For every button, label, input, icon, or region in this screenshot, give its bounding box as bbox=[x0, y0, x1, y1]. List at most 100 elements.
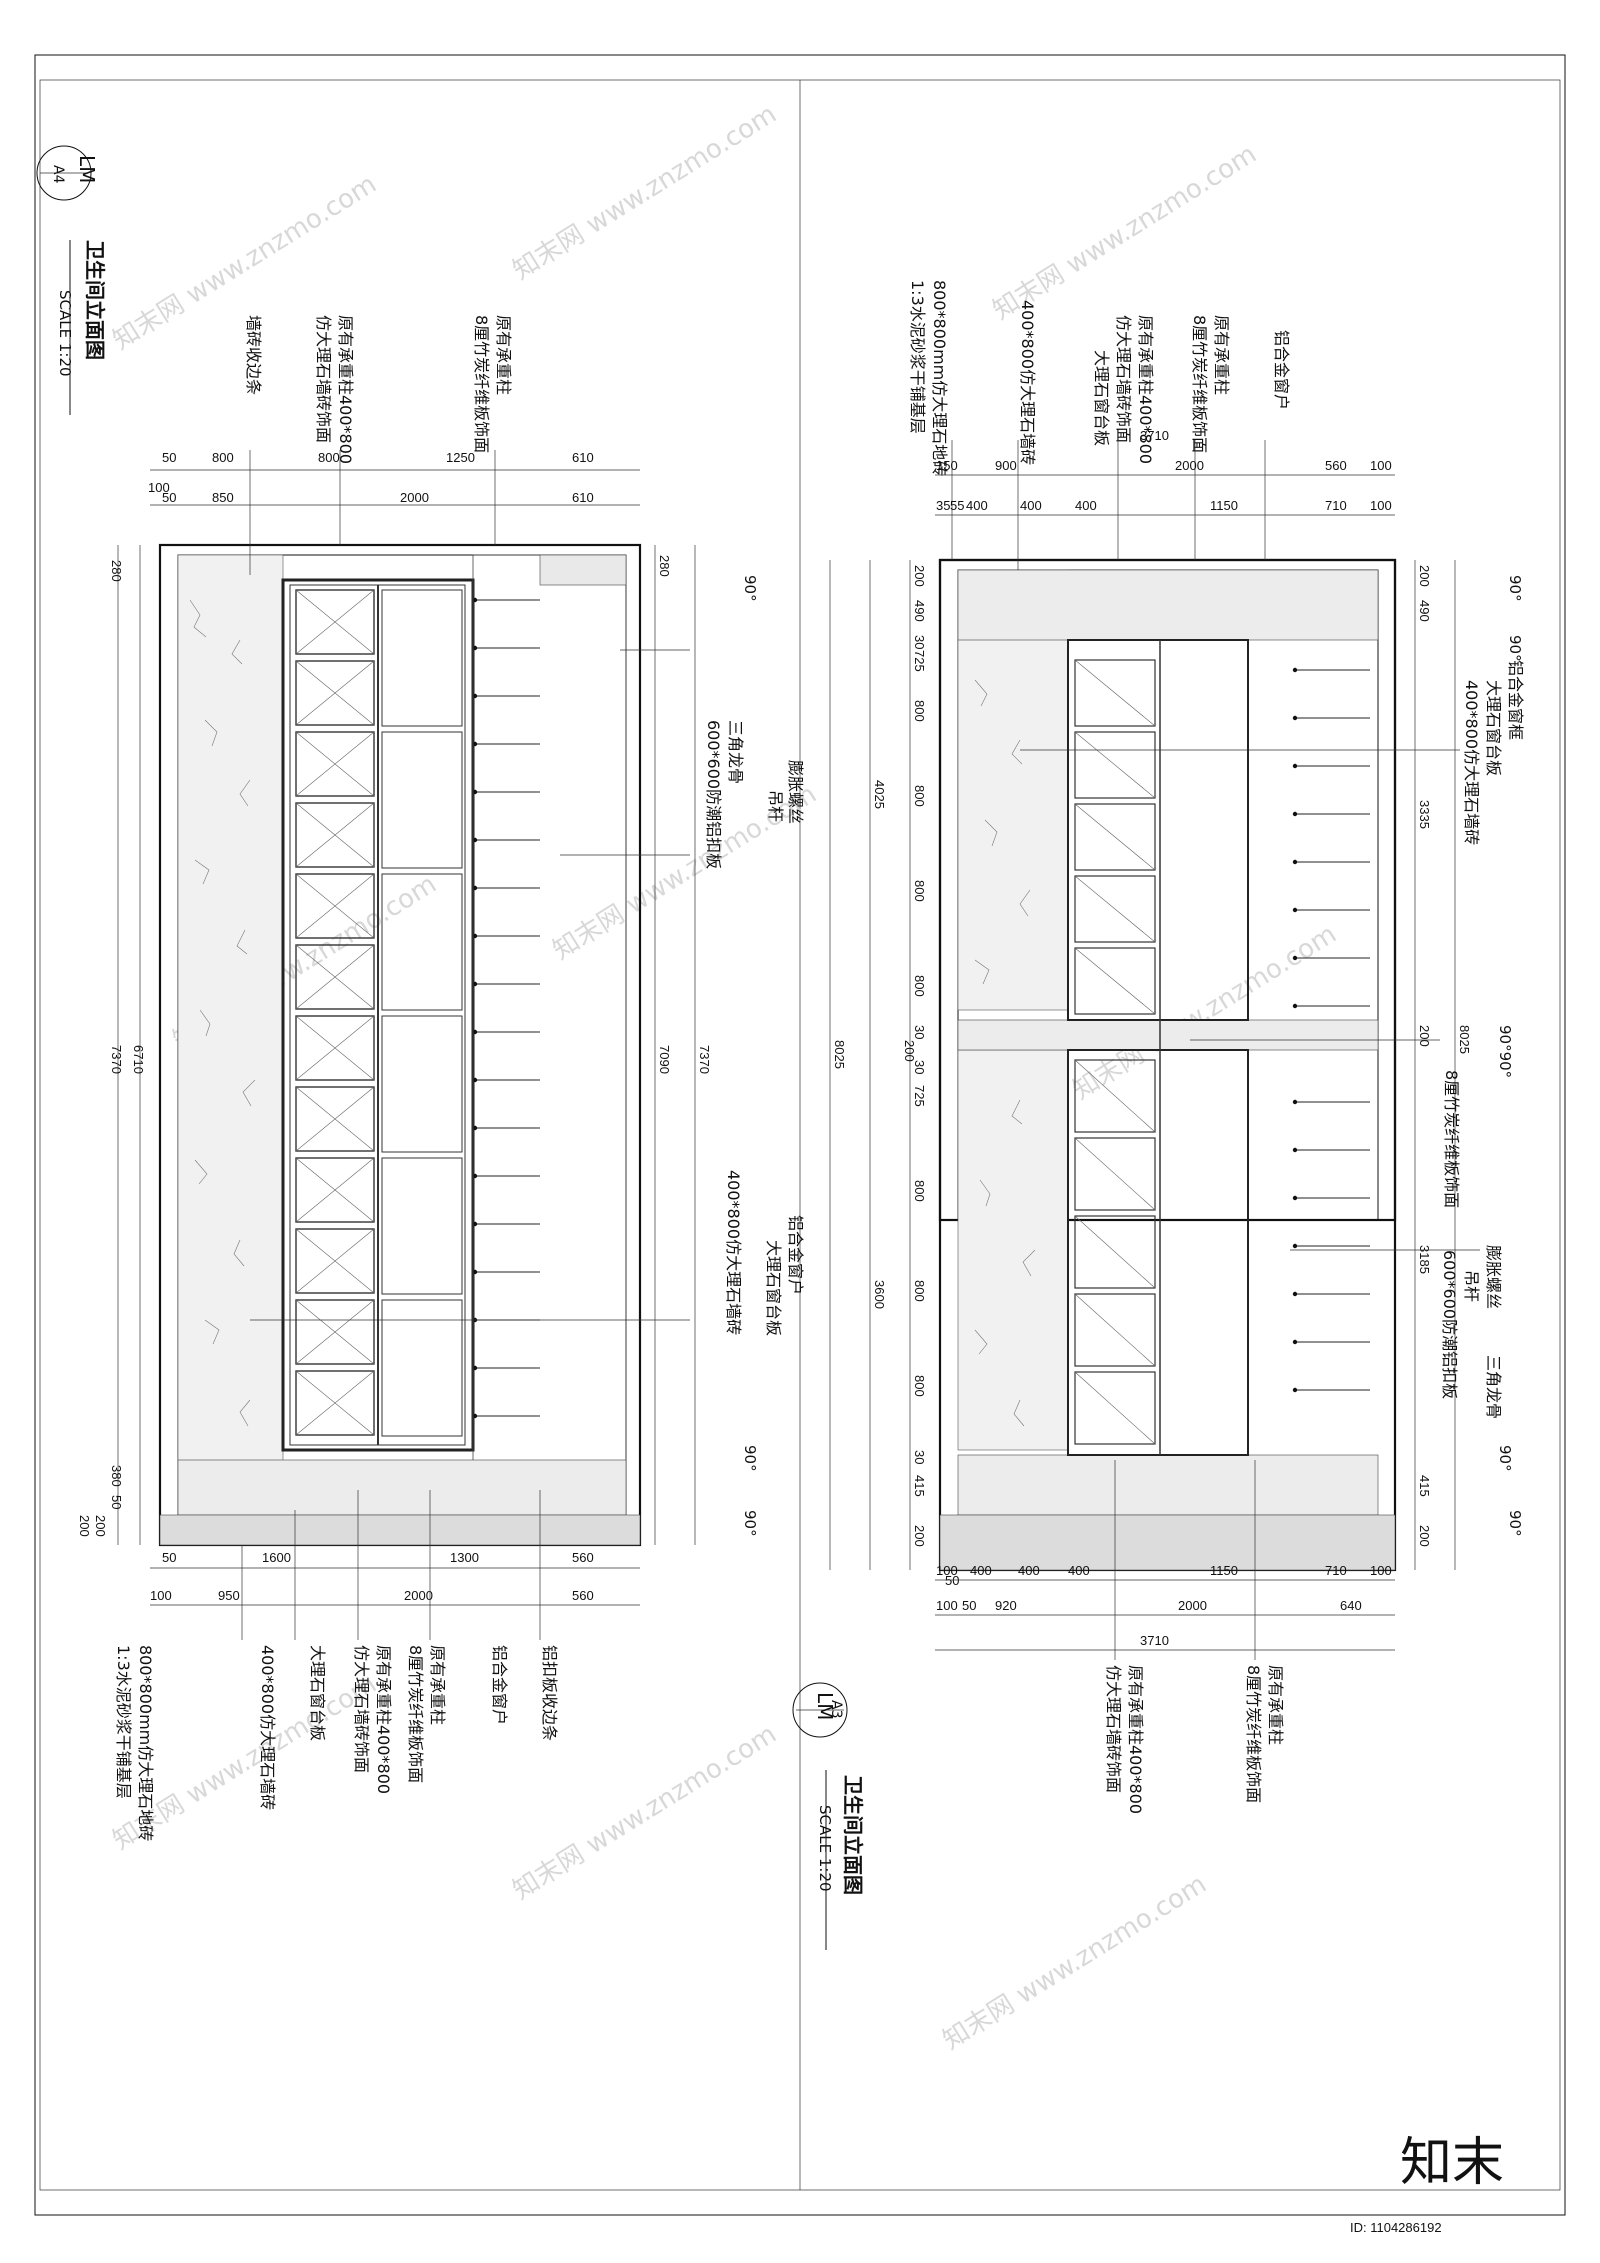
left-pane-side bbox=[381, 873, 463, 1011]
right-left-dims: 200 490 30 725 800 800 800 800 30 200 30… bbox=[829, 560, 959, 1588]
left-pane bbox=[295, 1157, 375, 1223]
left-marble-tile-zone bbox=[177, 554, 284, 1541]
right-ldim-13: 800 bbox=[912, 1180, 927, 1202]
right-ldim-3: 30 bbox=[912, 635, 927, 649]
left-top-dim-7: 50 bbox=[162, 490, 176, 505]
right-rlabel-6: 吊杆 bbox=[1462, 1270, 1481, 1302]
left-title: 卫生间立面图 bbox=[83, 240, 107, 360]
left-top-dims: 50 800 800 1250 610 100 50 850 2000 610 bbox=[148, 450, 640, 506]
left-rod-bolt bbox=[472, 933, 478, 939]
right-ldim-17: 415 bbox=[912, 1475, 927, 1497]
left-rod-bolt bbox=[472, 1077, 478, 1083]
right-angle-3: 90°90° bbox=[1496, 1025, 1514, 1078]
right-rod-bolt bbox=[1292, 1291, 1298, 1297]
left-hanger-rods bbox=[472, 597, 540, 1419]
right-upper-window bbox=[1067, 639, 1249, 1021]
left-blabel-7: 原有承重柱 bbox=[428, 1645, 447, 1725]
left-blabel-1: 800*800mm仿大理石地砖 bbox=[136, 1645, 155, 1841]
left-bdim-3: 1300 bbox=[450, 1550, 479, 1565]
left-blabel-4: 大理石窗台板 bbox=[308, 1645, 327, 1741]
right-pane-diag bbox=[1074, 1215, 1156, 1289]
left-top-dim-3: 800 bbox=[318, 450, 340, 465]
left-rod-bolt bbox=[472, 1125, 478, 1131]
right-ldim-10: 200 bbox=[902, 1040, 917, 1062]
right-rod-bolt bbox=[1292, 1099, 1298, 1105]
left-pane bbox=[295, 944, 375, 1010]
right-bdim-1: 100 bbox=[936, 1563, 958, 1578]
left-blabel-9: 铝合金窗户 bbox=[490, 1645, 509, 1725]
right-pane-diag bbox=[1074, 875, 1156, 943]
left-angle-2: 90° bbox=[741, 1445, 759, 1472]
right-rlabel-2: 大理石窗台板 bbox=[1484, 680, 1503, 776]
left-top-dim-8: 850 bbox=[212, 490, 234, 505]
right-top-total: 3710 bbox=[1140, 428, 1169, 443]
left-dim-v2: 6710 bbox=[131, 1045, 146, 1074]
left-bdim-6: 950 bbox=[218, 1588, 240, 1603]
right-bdim-2: 400 bbox=[970, 1563, 992, 1578]
left-pane bbox=[295, 1015, 375, 1081]
left-pane-diag bbox=[295, 802, 375, 868]
left-pane bbox=[295, 589, 375, 655]
right-upper-pane bbox=[1074, 731, 1156, 799]
right-upper-pane bbox=[1074, 875, 1156, 943]
right-rod-bolt bbox=[1292, 1003, 1298, 1009]
left-blabel-2: 1:3水泥砂浆干铺基层 bbox=[114, 1645, 133, 1799]
right-right-dims: 200 490 3335 200 8025 3185 415 200 bbox=[1414, 560, 1472, 1570]
right-tlabel-5: 仿大理石墙砖饰面 bbox=[1114, 315, 1133, 443]
right-upper-pane bbox=[1074, 659, 1156, 727]
right-lsmall-1: 50 bbox=[945, 1573, 959, 1588]
left-dim-v6: 200 bbox=[93, 1515, 108, 1537]
left-rdim-3: 7370 bbox=[697, 1045, 712, 1074]
left-blabel-3: 400*800仿大理石墙砖 bbox=[258, 1645, 277, 1810]
left-angle-3: 90° bbox=[741, 1510, 759, 1537]
right-rod-bolt bbox=[1292, 715, 1298, 721]
right-ldim-12: 725 bbox=[912, 1085, 927, 1107]
left-top-label-5: 8厘竹炭纤维板饰面 bbox=[472, 315, 491, 453]
right-badge-bottom: LM bbox=[813, 1692, 837, 1720]
right-angles: 90° 90° 90°90° 90° 90° bbox=[1496, 575, 1524, 1537]
right-angle-1: 90° bbox=[1506, 575, 1524, 602]
left-top-dim-9: 2000 bbox=[400, 490, 429, 505]
right-tdim-8: 400 bbox=[966, 498, 988, 513]
right-bdim-11: 2000 bbox=[1178, 1598, 1207, 1613]
right-rod-bolt bbox=[1292, 1195, 1298, 1201]
left-top-dim-4: 1250 bbox=[446, 450, 475, 465]
footer: 知末 ID: 1104286192 bbox=[1350, 2133, 1504, 2235]
right-angle-5: 90° bbox=[1506, 1510, 1524, 1537]
right-upper-pane bbox=[1074, 803, 1156, 871]
left-pane-diag bbox=[295, 1299, 375, 1365]
left-window-panes bbox=[295, 589, 463, 1437]
right-rlabel-3: 400*800仿大理石墙砖 bbox=[1462, 680, 1481, 845]
right-tdim-5: 100 bbox=[1370, 458, 1392, 473]
right-top-labels: 800*800mm仿大理石地砖 1:3水泥砂浆干铺基层 400*800仿大理石墙… bbox=[908, 280, 1291, 570]
right-tdim-4: 560 bbox=[1325, 458, 1347, 473]
right-pane-diag bbox=[1074, 947, 1156, 1015]
right-bottom-total: 3710 bbox=[1140, 1633, 1169, 1648]
left-right-dims: 280 7090 7370 bbox=[654, 545, 712, 1545]
footer-logo: 知末 bbox=[1400, 2133, 1504, 2193]
right-ldim-18: 200 bbox=[912, 1525, 927, 1547]
right-badge-top: A3 bbox=[828, 1700, 844, 1718]
left-pane-diag bbox=[295, 1370, 375, 1436]
left-pane bbox=[295, 1086, 375, 1152]
left-pane-diag bbox=[295, 1015, 375, 1081]
right-tlabel-6: 大理石窗台板 bbox=[1092, 350, 1111, 446]
right-ldim-6: 800 bbox=[912, 785, 927, 807]
right-ltotal-1: 4025 bbox=[872, 780, 887, 809]
left-top-label-3: 仿大理石墙砖饰面 bbox=[314, 315, 333, 443]
left-scale: SCALE 1:20 bbox=[56, 290, 74, 377]
left-pane-diag bbox=[295, 589, 375, 655]
left-pane-diag bbox=[295, 873, 375, 939]
right-ldim-15: 800 bbox=[912, 1375, 927, 1397]
right-tlabel-3: 400*800仿大理石墙砖 bbox=[1018, 300, 1037, 465]
right-top-slab bbox=[957, 569, 1379, 641]
left-rod-bolt bbox=[472, 1413, 478, 1419]
left-top-dim-6: 100 bbox=[148, 480, 170, 495]
right-marble-veins bbox=[974, 679, 1036, 1427]
right-title-block: A3 LM 卫生间立面图 SCALE 1:20 bbox=[792, 1682, 865, 1950]
sheet-border bbox=[34, 54, 1566, 2216]
right-rod-bolt bbox=[1292, 763, 1298, 769]
right-ldim-16: 30 bbox=[912, 1450, 927, 1464]
right-rdim-1: 200 bbox=[1417, 565, 1432, 587]
left-angles: 90° 90° 90° bbox=[741, 575, 759, 1537]
